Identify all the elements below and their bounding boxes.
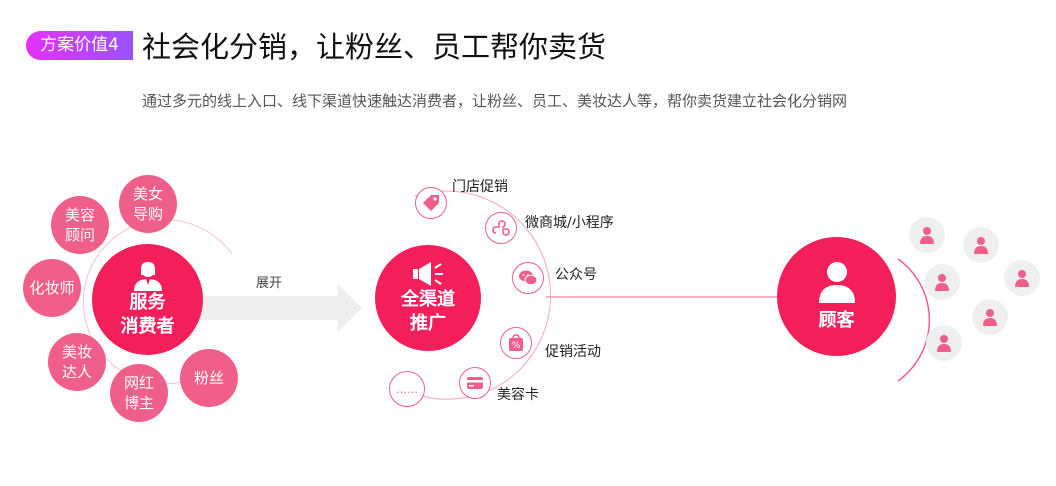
role-label: 博主 <box>123 394 154 412</box>
omnichannel-label: 推广 <box>410 313 446 334</box>
role-internet-celebrity: 网红 博主 <box>110 364 168 422</box>
role-fans: 粉丝 <box>180 349 238 407</box>
channel-mini-program: 微商城/小程序 <box>525 215 614 231</box>
role-label: 美妆 <box>61 343 92 361</box>
person-icon <box>818 261 855 303</box>
role-label: 粉丝 <box>193 369 224 387</box>
serve-label: 服务 <box>129 291 166 313</box>
omnichannel-circle: 全渠道 推广 <box>375 245 481 351</box>
customer-label: 顾客 <box>818 309 855 331</box>
section-badge: 方案价值4 <box>26 31 133 60</box>
customer-avatar <box>972 299 1008 335</box>
customer-avatar <box>926 325 962 361</box>
mini-program-icon <box>485 212 517 244</box>
person-icon <box>920 227 934 244</box>
serve-consumers-circle: 服务 消费者 <box>92 244 203 355</box>
customer-arc <box>897 258 931 382</box>
svg-text:%: % <box>512 341 521 351</box>
customer-avatar <box>1004 260 1040 296</box>
role-beauty-influencer: 美妆 达人 <box>48 333 106 391</box>
discount-bag-icon: % <box>500 327 532 359</box>
more-channels: …… <box>389 371 425 407</box>
role-label: 导购 <box>132 205 163 223</box>
omnichannel-label: 全渠道 <box>401 289 455 310</box>
middle-orbit-arc <box>413 190 551 396</box>
role-label: 达人 <box>61 363 92 381</box>
channel-promotion: 促销活动 <box>545 344 601 360</box>
serve-label: 消费者 <box>120 315 175 337</box>
role-label: 网红 <box>123 374 154 392</box>
customer-avatar <box>963 227 999 263</box>
person-icon <box>974 237 988 254</box>
role-makeup-artist: 化妆师 <box>23 259 81 317</box>
person-icon <box>1015 270 1029 287</box>
role-label: 美容 <box>64 206 95 224</box>
role-beauty-guide: 美女 导购 <box>119 175 177 233</box>
role-label: 顾问 <box>64 226 95 244</box>
customer-circle: 顾客 <box>777 237 896 356</box>
channel-official-account: 公众号 <box>555 267 597 283</box>
person-icon <box>937 335 951 352</box>
channel-store-promo: 门店促销 <box>452 179 508 195</box>
saleswoman-icon <box>133 261 162 291</box>
role-label: 化妆师 <box>29 279 75 297</box>
page-title: 社会化分销，让粉丝、员工帮你卖货 <box>142 30 607 64</box>
channel-beauty-card: 美容卡 <box>497 387 539 403</box>
role-beauty-consultant: 美容 顾问 <box>51 196 109 254</box>
customer-avatar <box>909 217 945 253</box>
tag-icon <box>415 187 447 219</box>
person-icon <box>935 274 949 291</box>
role-label: 美女 <box>132 185 163 203</box>
customer-avatar <box>924 264 960 300</box>
expand-arrow <box>195 284 362 332</box>
page-description: 通过多元的线上入口、线下渠道快速触达消费者，让粉丝、员工、美妆达人等，帮你卖货建… <box>142 92 848 110</box>
expand-label: 展开 <box>256 276 283 291</box>
card-icon <box>459 367 491 399</box>
megaphone-icon <box>413 262 443 286</box>
person-icon <box>983 309 997 326</box>
more-label: …… <box>396 382 418 396</box>
wechat-icon <box>512 262 544 294</box>
